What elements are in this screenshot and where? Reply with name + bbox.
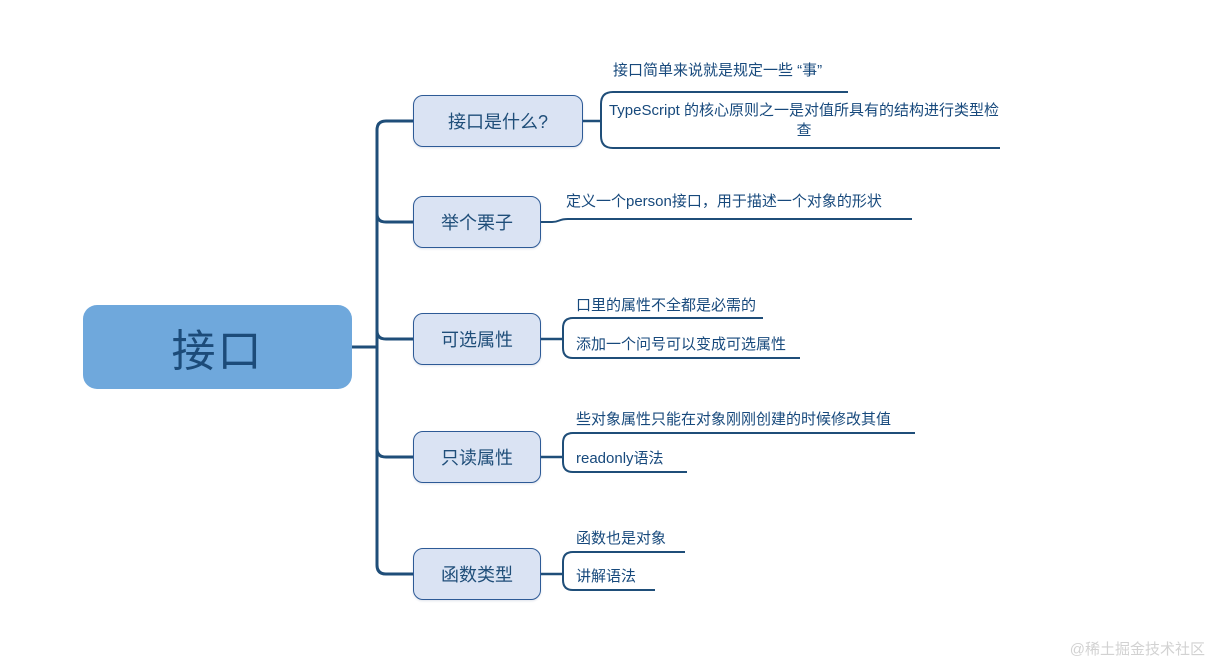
branch4-children-bracket-line [562,432,915,473]
subtopic-not-all-required[interactable]: 口里的属性不全都是必需的 [576,297,757,314]
subtopic-modify-on-create-only[interactable]: 些对象属性只能在对象刚刚创建的时候修改其值 [576,411,892,428]
branch2-child-underline [541,218,912,223]
subtopic-explain-syntax[interactable]: 讲解语法 [576,568,637,585]
subtopic-typescript-core-principle[interactable]: TypeScript 的核心原则之一是对值所具有的结构进行类型检查 [608,102,1000,139]
branch3-children-bracket-line [562,317,800,359]
root-topic-interface[interactable]: 接口 [83,305,352,389]
subtopic-person-interface[interactable]: 定义一个person接口，用于描述一个对象的形状 [566,193,882,210]
subtopic-functions-are-objects[interactable]: 函数也是对象 [576,530,667,547]
subtopic-question-mark-optional[interactable]: 添加一个问号可以变成可选属性 [576,336,787,353]
topic-example[interactable]: 举个栗子 [413,196,541,248]
subtopic-interface-definition[interactable]: 接口简单来说就是规定一些 “事” [613,62,823,79]
branch3-elbow-line [375,330,413,341]
topic-what-is-interface[interactable]: 接口是什么? [413,95,583,147]
juejin-watermark: @稀土掘金技术社区 [1069,641,1205,658]
branch1-children-bracket-line [600,91,1000,149]
branch5-children-bracket-line [562,551,685,591]
topic-optional-properties[interactable]: 可选属性 [413,313,541,365]
branch2-elbow-line [375,213,413,224]
topic-readonly-properties[interactable]: 只读属性 [413,431,541,483]
branch4-elbow-line [375,448,413,459]
subtopic-readonly-syntax[interactable]: readonly语法 [576,450,664,467]
topic-function-types[interactable]: 函数类型 [413,548,541,600]
trunk-line [375,119,413,576]
